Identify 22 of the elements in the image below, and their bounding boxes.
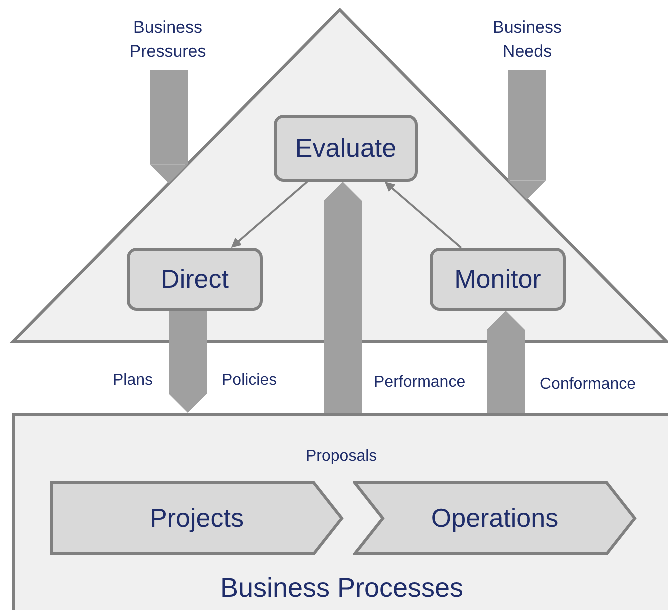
process-box: Evaluate [274, 115, 418, 182]
arrow [384, 182, 462, 249]
block-arrow [508, 70, 546, 200]
flow-label: Plans [113, 372, 154, 390]
chevron-step: Projects [50, 481, 344, 556]
block-arrow [324, 182, 362, 413]
chevron-step: Operations [353, 481, 637, 556]
triangle-shape [12, 8, 668, 343]
flow-label: Conformance [540, 376, 636, 394]
arrow [231, 181, 308, 248]
process-box: Direct [127, 248, 263, 311]
flow-label: Policies [222, 372, 278, 390]
block-arrow [169, 311, 207, 413]
panel-title: Business Processes [219, 573, 465, 604]
process-box: Monitor [430, 248, 566, 311]
input-label: Business Pressures [118, 16, 218, 64]
edge-label: Proposals [306, 448, 378, 466]
flow-label: Performance [374, 374, 466, 392]
block-arrow [150, 70, 188, 184]
process-panel [12, 413, 668, 610]
block-arrow [487, 311, 525, 413]
input-label: Business Needs [480, 16, 575, 64]
